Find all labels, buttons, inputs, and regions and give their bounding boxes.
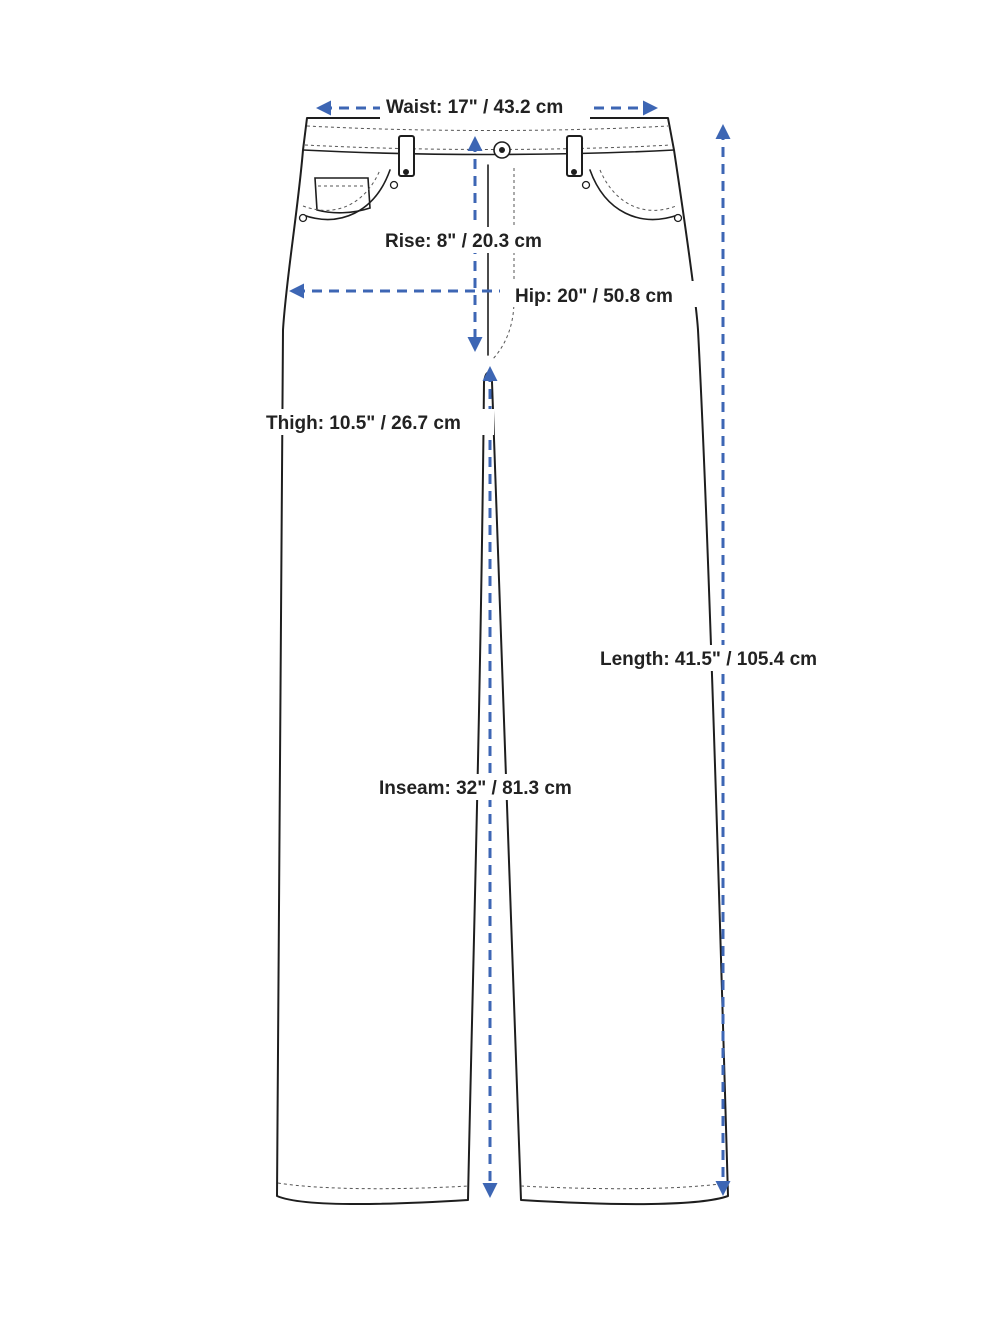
hip-label: Hip: 20" / 50.8 cm [515,286,673,307]
hem-right [520,1182,728,1190]
waist-label: Waist: 17" / 43.2 cm [386,97,563,118]
length-label: Length: 41.5" / 105.4 cm [600,649,817,670]
belt-loop-right [566,135,583,177]
thigh-label: Thigh: 10.5" / 26.7 cm [266,413,461,434]
jeans-illustration [276,117,729,1206]
rise-label: Rise: 8" / 20.3 cm [385,231,542,252]
measurement-labels: Waist: 17" / 43.2 cm Rise: 8" / 20.3 cm … [262,94,858,800]
inseam-label: Inseam: 32" / 81.3 cm [379,778,572,799]
front-pocket-right [589,169,679,221]
hem-left [277,1182,469,1190]
coin-pocket [314,177,371,214]
belt-loop-left [398,135,415,177]
waistband [302,149,675,156]
front-pocket-left [302,169,391,221]
